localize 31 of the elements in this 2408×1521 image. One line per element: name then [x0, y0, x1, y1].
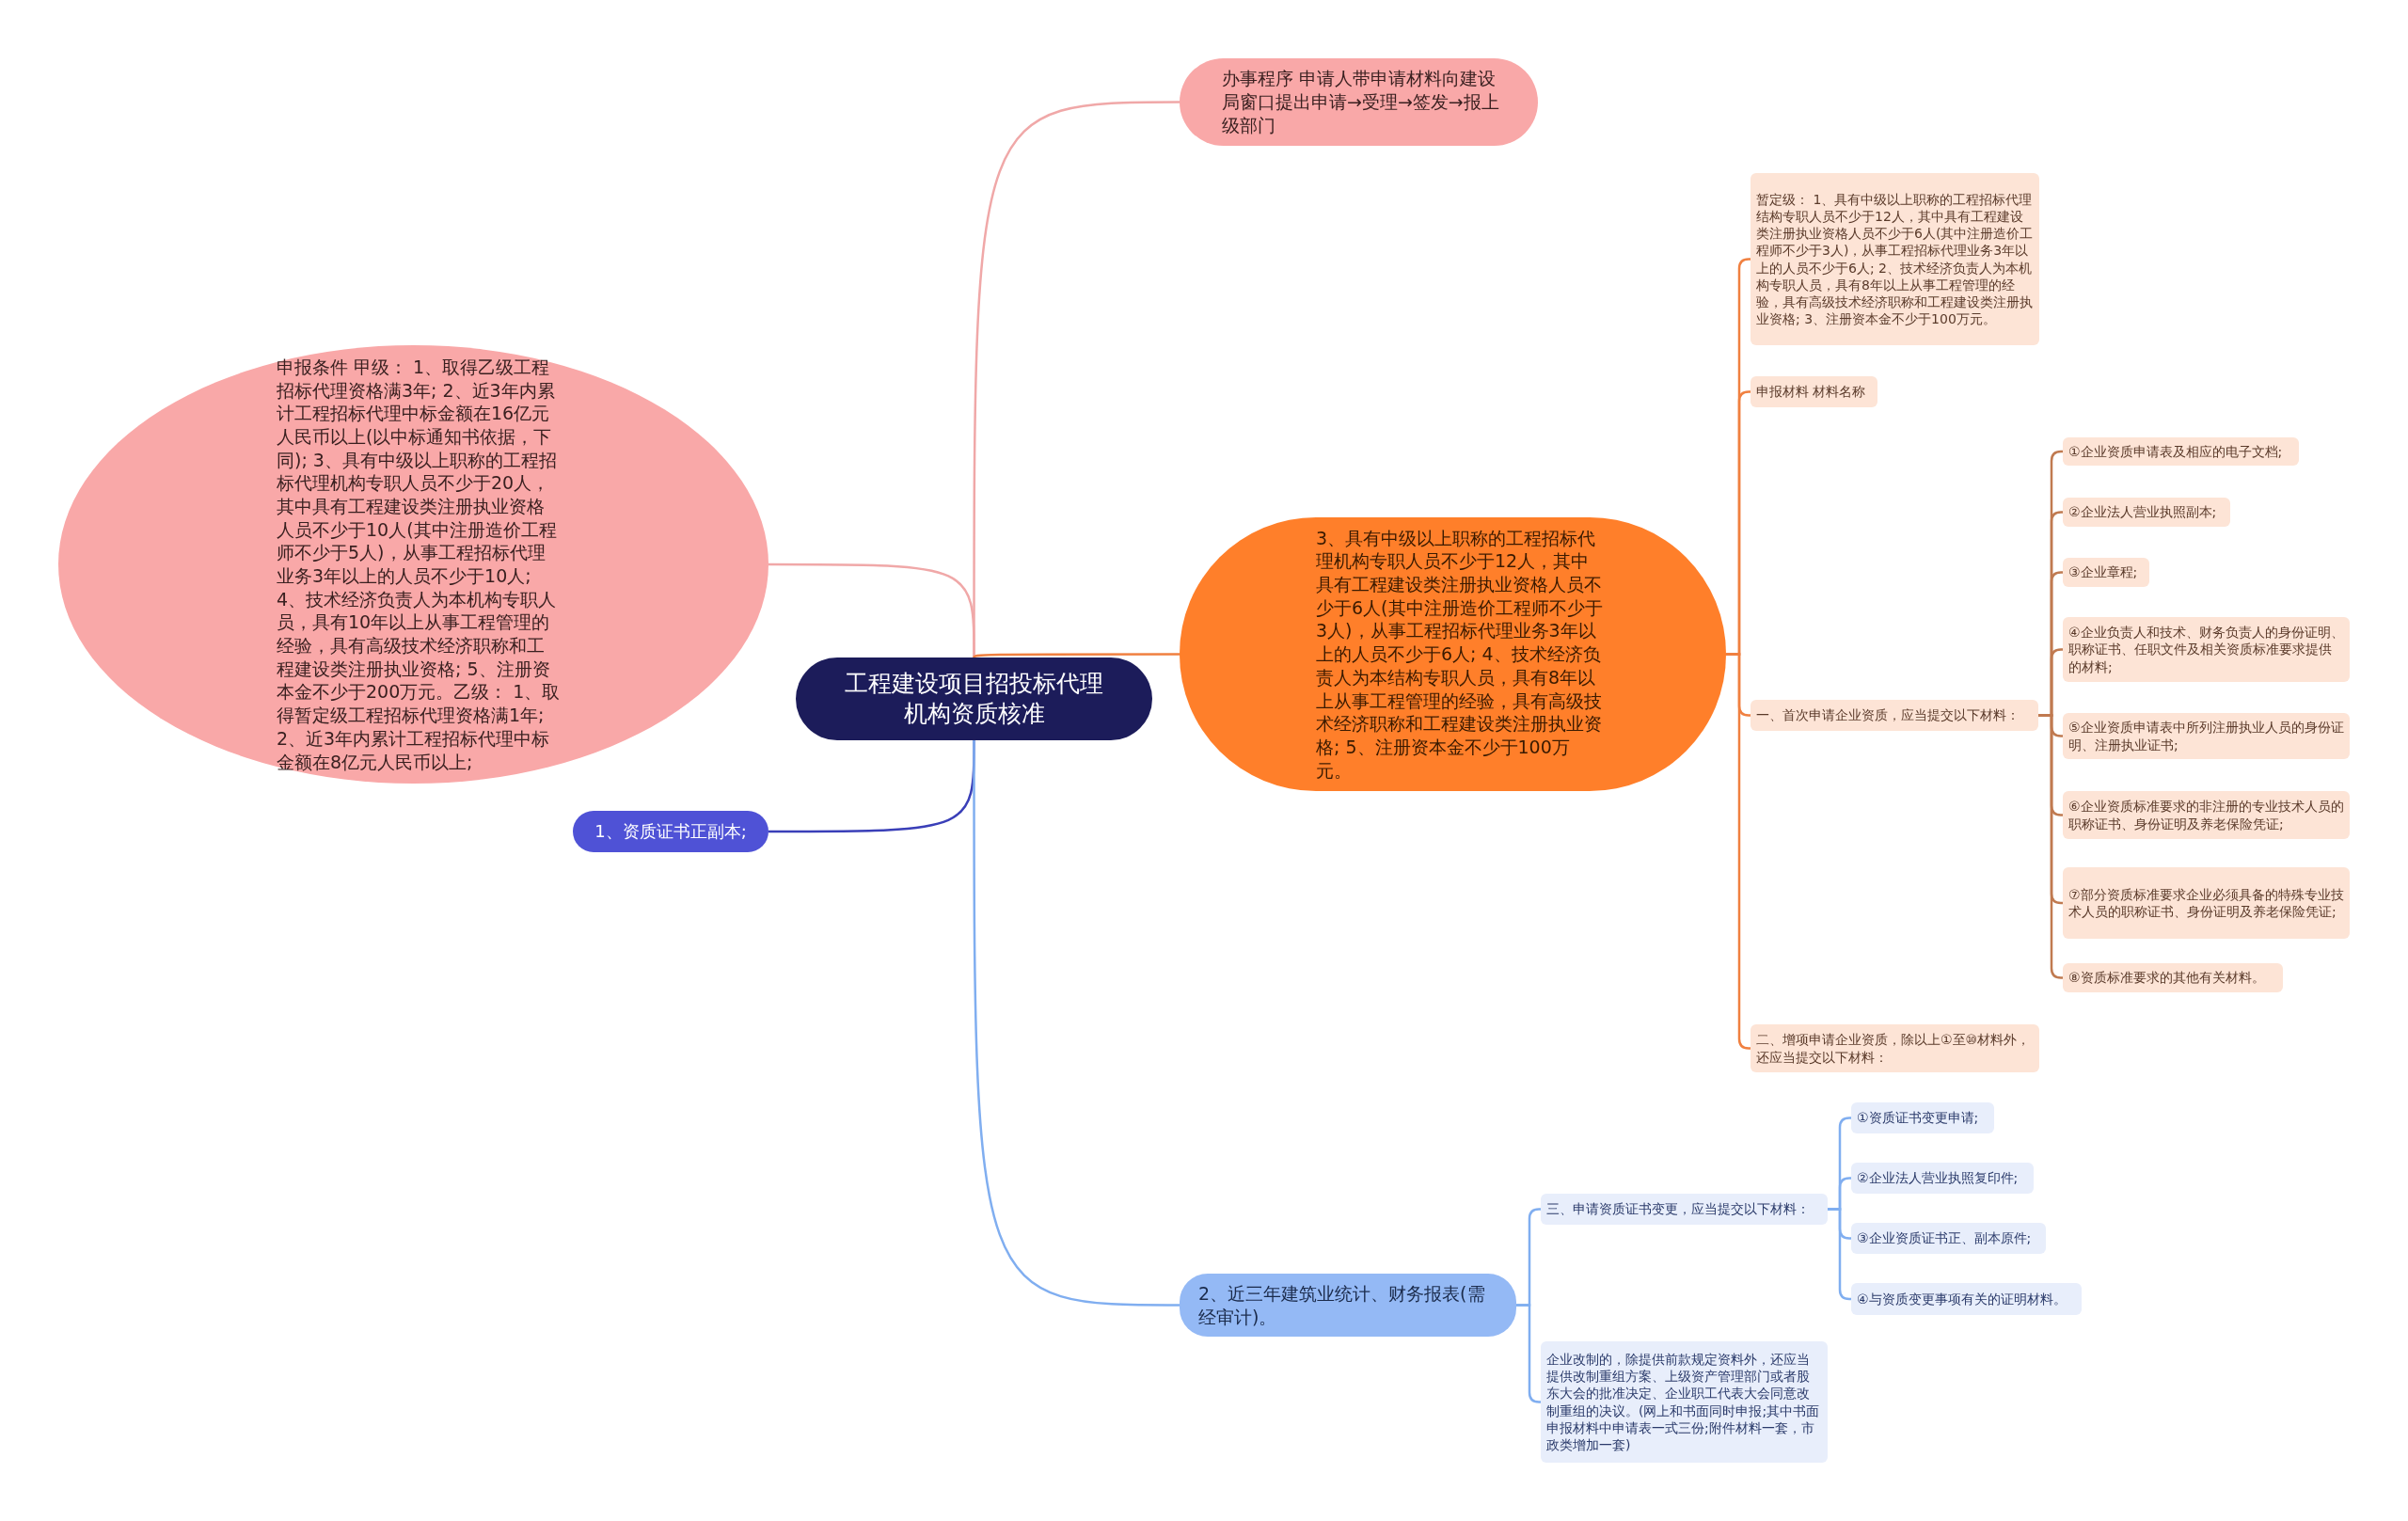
connector-line: [1726, 653, 1751, 1050]
topic-ellipse: 申报条件 甲级： 1、取得乙级工程招标代理资格满3年; 2、近3年内累计工程招标代理中标金额在16亿元人民币以上(以中标通知书依据，下同); 3、具有中级以上职称的工程招标代理机构专职人员不少于20人，其中具有工程建设类注册执业资格人员不少于10人(其中注册造价工程师不少于5人)，从事工程招标代理业务3年以上的人员不少于10人; 4、技术经济负责人为本机构专职人员，具有10年以上从事工程管理的经验，具有高级技术经济职称和工程建设类注册执业资格; 5、注册资本金不少于200万元。乙级： 1、取得暂定级工程招标代理资格满1年; 2、近3年内累计工程招标代理中标金额在8亿元人民币以上;: [58, 345, 768, 784]
subtopic-box: 二、增项申请企业资质，除以上①至⑩材料外，还应当提交以下材料：: [1751, 1024, 2039, 1072]
subtopic-box: ⑧资质标准要求的其他有关材料。: [2063, 963, 2283, 992]
subtopic-box: 暂定级： 1、具有中级以上职称的工程招标代理结构专职人员不少于12人，其中具有工程建设类注册执业资格人员不少于6人(其中注册造价工程师不少于3人)，从事工程招标代理业务3年以上的人员不少于6人; 2、技术经济负责人为本机构专职人员，具有8年以上从事工程管理的经验，具有高级技术经济职称和工程建设类注册执业资格; 3、注册资本金不少于100万元。: [1751, 173, 2039, 345]
subtopic-box: 一、首次申请企业资质，应当提交以下材料：: [1751, 700, 2038, 731]
subtopic-box: ③企业章程;: [2063, 558, 2149, 587]
connector-line: [768, 562, 975, 658]
subtopic-box: 三、申请资质证书变更，应当提交以下材料：: [1541, 1194, 1828, 1225]
subtopic-box: ⑥企业资质标准要求的非注册的专业技术人员的职称证书、身份证明及养老保险凭证;: [2063, 791, 2350, 839]
topic-box: 3、具有中级以上职称的工程招标代理机构专职人员不少于12人，其中具有工程建设类注册执业资格人员不少于6人(其中注册造价工程师不少于3人)，从事工程招标代理业务3年以上的人员不少于6人; 4、技术经济负责人为本结构专职人员，具有8年以上从事工程管理的经验，具有高级技术经济职称和工程建设类注册执业资格; 5、注册资本金不少于100万元。: [1180, 517, 1726, 791]
subtopic-box: ⑦部分资质标准要求企业必须具备的特殊专业技术人员的职称证书、身份证明及养老保险凭证;: [2063, 867, 2350, 939]
subtopic-box: ⑤企业资质申请表中所列注册执业人员的身份证明、注册执业证书;: [2063, 713, 2350, 759]
subtopic-box: ④企业负责人和技术、财务负责人的身份证明、职称证书、任职文件及相关资质标准要求提供的材料;: [2063, 617, 2350, 682]
topic-box: 1、资质证书正副本;: [573, 811, 768, 852]
connector-line: [1828, 1208, 1851, 1301]
topic-box: 2、近三年建筑业统计、财务报表(需经审计)。: [1180, 1274, 1516, 1337]
connector-line: [973, 740, 1180, 1307]
subtopic-box: 申报材料 材料名称: [1751, 376, 1877, 407]
topic-box: 工程建设项目招投标代理机构资质核准: [796, 658, 1152, 740]
subtopic-box: 企业改制的，除提供前款规定资料外，还应当提供改制重组方案、上级资产管理部门或者股东大会的批准决定、企业职工代表大会同意改制重组的决议。(网上和书面同时申报;其中书面申报材料中申请表一式三份;附件材料一套，市政类增加一套): [1541, 1341, 1828, 1463]
connector-line: [2038, 714, 2063, 979]
connector-line: [973, 653, 1180, 658]
subtopic-box: ①企业资质申请表及相应的电子文档;: [2063, 437, 2299, 466]
subtopic-box: ①资质证书变更申请;: [1851, 1102, 1994, 1133]
subtopic-box: ③企业资质证书正、副本原件;: [1851, 1223, 2046, 1254]
subtopic-box: ④与资质变更事项有关的证明材料。: [1851, 1283, 2082, 1315]
topic-box: 办事程序 申请人带申请材料向建设局窗口提出申请→受理→签发→报上级部门: [1180, 58, 1538, 146]
connector-line: [1516, 1304, 1541, 1403]
subtopic-box: ②企业法人营业执照副本;: [2063, 498, 2230, 527]
subtopic-box: ②企业法人营业执照复印件;: [1851, 1163, 2034, 1194]
